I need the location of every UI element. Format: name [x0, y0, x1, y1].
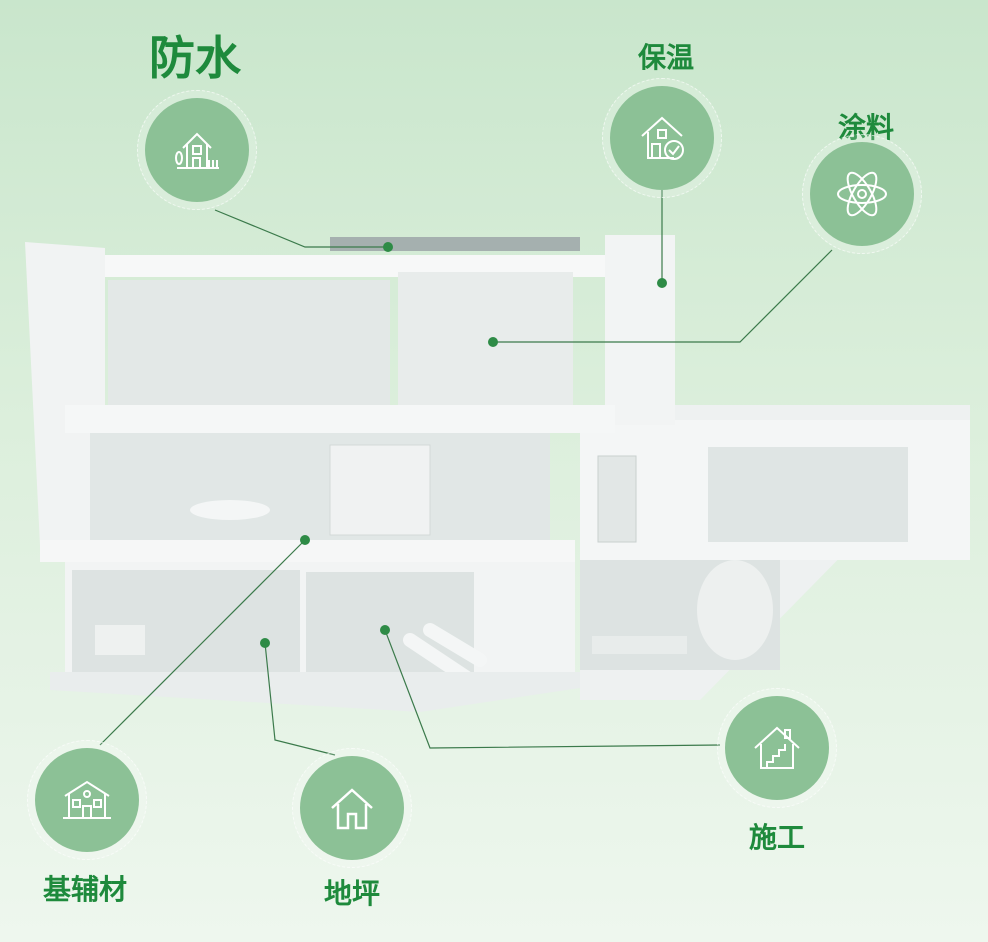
label-flooring: 地坪: [323, 877, 381, 910]
house-fence-icon: [175, 132, 219, 169]
atom-icon: [837, 171, 887, 217]
house-check-icon: [641, 116, 684, 160]
label-construction: 施工: [748, 821, 806, 854]
marker-dot: [380, 625, 390, 635]
label-auxiliary: 基辅材: [42, 873, 128, 906]
category-coating[interactable]: [802, 134, 922, 254]
label-waterproof: 防水: [149, 31, 241, 85]
marker-dot: [300, 535, 310, 545]
home-outline-icon: [331, 788, 373, 830]
house-stairs-icon: [754, 726, 800, 769]
marker-dot: [488, 337, 498, 347]
building-icon: [63, 780, 111, 819]
category-auxiliary[interactable]: [27, 740, 147, 860]
marker-dot: [657, 278, 667, 288]
marker-dot: [383, 242, 393, 252]
category-insulation[interactable]: [602, 78, 722, 198]
label-coating: 涂料: [837, 111, 895, 144]
category-construction[interactable]: [717, 688, 837, 808]
label-insulation: 保温: [637, 41, 695, 74]
marker-dot: [260, 638, 270, 648]
category-waterproof[interactable]: [137, 90, 257, 210]
category-flooring[interactable]: [292, 748, 412, 868]
